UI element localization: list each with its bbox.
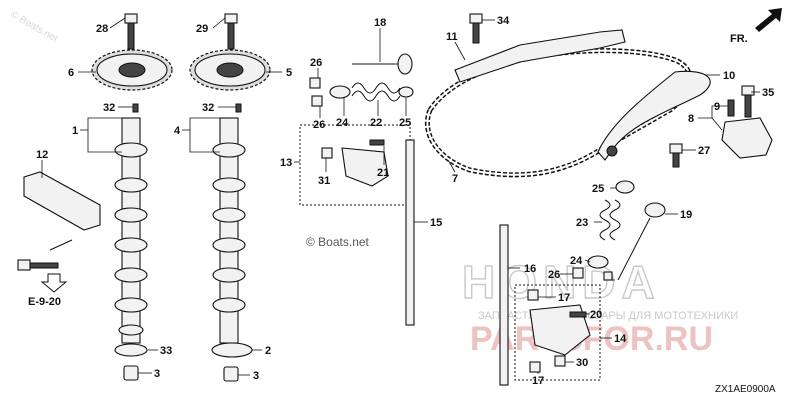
callout-4: 4 bbox=[174, 125, 181, 137]
callout-3b: 3 bbox=[253, 370, 259, 382]
watermark-site: PARTSFOR.RU bbox=[470, 320, 713, 358]
bolt-35 bbox=[741, 85, 755, 96]
retainer-24a bbox=[329, 85, 351, 99]
callout-25b: 25 bbox=[592, 183, 604, 195]
callout-26c: 26 bbox=[548, 269, 560, 281]
callout-23: 23 bbox=[576, 217, 588, 229]
callout-21: 21 bbox=[377, 167, 389, 179]
cotter-26a bbox=[309, 77, 321, 89]
callout-30: 30 bbox=[576, 357, 588, 369]
reference-label: E-9-20 bbox=[28, 296, 61, 308]
bolt-29 bbox=[224, 13, 238, 50]
bolt-27 bbox=[669, 143, 683, 168]
callout-14: 14 bbox=[614, 333, 627, 345]
callout-15: 15 bbox=[430, 217, 442, 229]
screw-21 bbox=[369, 139, 385, 146]
plug-3b bbox=[223, 366, 239, 382]
cotter-26c bbox=[572, 267, 584, 279]
cam-sprocket-5 bbox=[189, 49, 271, 91]
spring-22 bbox=[351, 82, 401, 102]
chain-guide-11 bbox=[454, 29, 626, 83]
callout-10: 10 bbox=[723, 70, 735, 82]
callout-24a: 24 bbox=[336, 117, 349, 129]
guide-plate-12 bbox=[17, 171, 101, 271]
bolt-34 bbox=[469, 13, 483, 44]
leader-lines bbox=[41, 17, 760, 376]
callout-28: 28 bbox=[96, 23, 108, 35]
callout-6: 6 bbox=[68, 67, 74, 79]
callout-16: 16 bbox=[524, 263, 536, 275]
callout-3a: 3 bbox=[154, 368, 160, 380]
bolt-28 bbox=[124, 13, 138, 50]
front-direction-indicator: FR. bbox=[730, 8, 782, 45]
callout-29: 29 bbox=[196, 23, 208, 35]
seal-25b bbox=[615, 180, 635, 194]
callout-35: 35 bbox=[762, 87, 774, 99]
cam-sprocket-6 bbox=[91, 49, 173, 91]
callout-8: 8 bbox=[688, 113, 694, 125]
callout-17b: 17 bbox=[532, 375, 544, 387]
callout-17a: 17 bbox=[558, 292, 570, 304]
callout-32a: 32 bbox=[103, 102, 115, 114]
watermark-boats-corner: © Boats.net bbox=[9, 9, 60, 45]
callout-5: 5 bbox=[286, 67, 292, 79]
callout-32b: 32 bbox=[202, 102, 214, 114]
callout-22: 22 bbox=[370, 117, 382, 129]
callout-19: 19 bbox=[680, 209, 692, 221]
tensioner-8 bbox=[721, 85, 773, 159]
callout-27: 27 bbox=[698, 145, 710, 157]
valve-19 bbox=[617, 202, 666, 281]
rocker-group-13 bbox=[299, 124, 411, 206]
tensioner-slider-10 bbox=[597, 70, 711, 161]
diagram-code: ZX1AE0900A bbox=[715, 384, 776, 395]
seat-26b bbox=[311, 95, 323, 107]
pin-32b bbox=[235, 103, 242, 113]
callout-12: 12 bbox=[36, 149, 48, 161]
callout-2: 2 bbox=[265, 345, 271, 357]
clip-17a bbox=[527, 289, 539, 301]
camshaft-4 bbox=[212, 117, 246, 344]
clip-17b bbox=[529, 361, 541, 373]
watermark-brand: HONDA bbox=[462, 256, 661, 308]
rocker-shaft-15 bbox=[405, 139, 415, 326]
callout-13: 13 bbox=[280, 157, 292, 169]
valve-18 bbox=[352, 53, 413, 75]
direction-label: FR. bbox=[730, 33, 748, 45]
rocker-shaft-16 bbox=[499, 224, 509, 386]
rocker-arm bbox=[341, 147, 389, 187]
callout-numbers: 28 6 32 1 33 3 29 5 32 4 2 3 12 18 26 26… bbox=[36, 15, 774, 387]
callout-31: 31 bbox=[318, 175, 330, 187]
callout-24b: 24 bbox=[570, 255, 583, 267]
retainer-24b bbox=[587, 255, 609, 269]
spring-23 bbox=[599, 199, 621, 241]
callout-33: 33 bbox=[160, 345, 172, 357]
pin-32a bbox=[132, 103, 139, 113]
nut-31 bbox=[321, 147, 333, 159]
plug-3a bbox=[123, 365, 139, 381]
callout-11: 11 bbox=[446, 31, 458, 43]
camshaft-1 bbox=[114, 117, 148, 344]
nut-30 bbox=[554, 355, 566, 367]
callout-26a: 26 bbox=[310, 57, 322, 69]
callout-25a: 25 bbox=[399, 117, 411, 129]
callout-1: 1 bbox=[72, 125, 78, 137]
bolt-9 bbox=[727, 99, 735, 117]
washer-33 bbox=[114, 343, 148, 357]
callout-34: 34 bbox=[497, 15, 510, 27]
callout-9: 9 bbox=[714, 101, 720, 113]
screw-20 bbox=[569, 311, 587, 318]
washer-2 bbox=[211, 342, 253, 358]
callout-18: 18 bbox=[374, 17, 386, 29]
reference-arrow: E-9-20 bbox=[28, 273, 68, 308]
callout-7: 7 bbox=[452, 173, 458, 185]
rocker-group-14 bbox=[514, 284, 601, 381]
seat-26d bbox=[603, 271, 613, 281]
watermark-boats: © Boats.net bbox=[306, 235, 370, 249]
seal-25a bbox=[398, 86, 414, 98]
callout-20: 20 bbox=[590, 309, 602, 321]
callout-26b: 26 bbox=[313, 119, 325, 131]
